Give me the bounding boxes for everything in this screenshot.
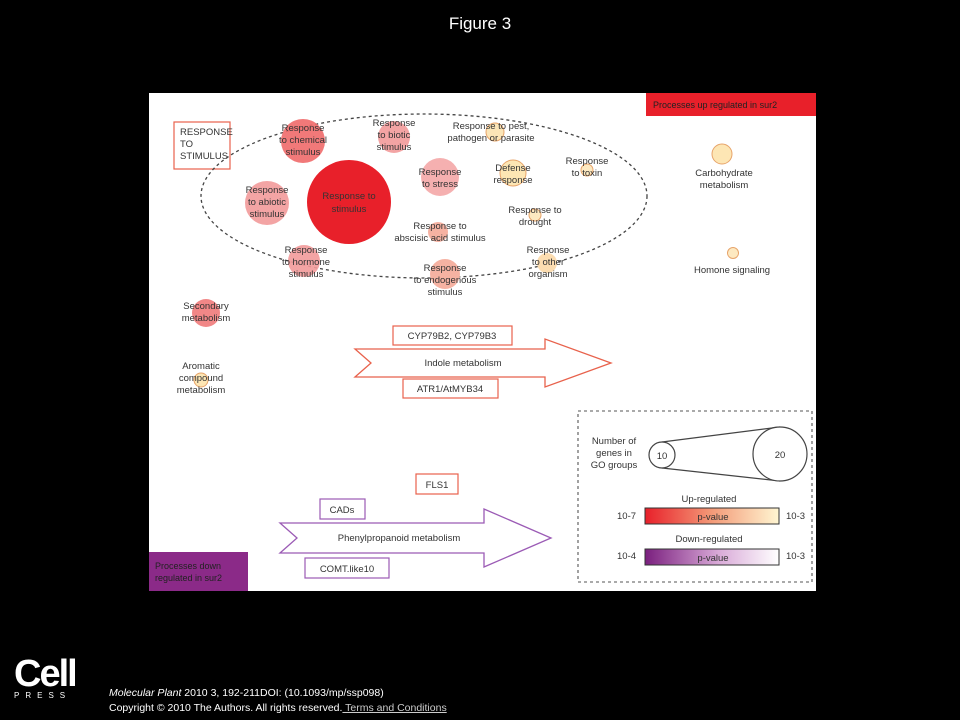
node-hormone-signaling-label: Homone signaling xyxy=(694,265,770,276)
node-response-stress-circle xyxy=(421,158,459,196)
node-response-chemical-circle xyxy=(281,119,325,163)
node-response-stimulus-circle xyxy=(307,160,391,244)
legend-large-value: 20 xyxy=(775,450,786,461)
indole-bottom-gene-label: ATR1/AtMYB34 xyxy=(417,384,483,395)
indole-metabolism-label: Indole metabolism xyxy=(424,358,501,369)
up-regulated-band xyxy=(646,93,816,116)
up-regulated-band-label: Processes up regulated in sur2 xyxy=(653,100,777,110)
node-response-abiotic-circle xyxy=(245,181,289,225)
legend-up-right: 10-3 xyxy=(786,511,805,522)
phenylpropanoid-metabolism-arrow xyxy=(278,508,553,568)
legend-tangent-bottom xyxy=(661,467,781,482)
node-carbohydrate-circle xyxy=(711,143,733,165)
citation-details: 2010 3, 192-211DOI: (10.1093/mp/ssp098) xyxy=(181,687,384,699)
legend-down-left: 10-4 xyxy=(617,551,636,562)
legend-small-value: 10 xyxy=(657,451,668,462)
legend-down-right: 10-3 xyxy=(786,551,805,562)
legend-up-left: 10-7 xyxy=(617,511,636,522)
phenyl-top-gene-label: CADs xyxy=(330,505,355,516)
node-response-drought-circle xyxy=(528,208,542,222)
fls1-gene-label: FLS1 xyxy=(426,480,449,491)
legend-small-circle xyxy=(648,441,676,469)
cell-press-logo: Cell PRESS xyxy=(14,653,78,700)
node-response-organism-circle xyxy=(537,253,557,273)
phenylpropanoid-metabolism-label: Phenylpropanoid metabolism xyxy=(338,533,461,544)
journal-name: Molecular Plant xyxy=(109,687,182,699)
legend-up-pvalue: p-value xyxy=(697,512,728,523)
legend-down-gradient xyxy=(644,548,780,566)
copyright-text: Copyright © 2010 The Authors. All rights… xyxy=(109,702,343,714)
node-response-pest-circle xyxy=(485,122,505,142)
phenyl-bottom-gene-box xyxy=(304,557,390,579)
response-cluster-ellipse xyxy=(200,113,648,279)
legend-up-gradient xyxy=(644,507,780,525)
logo-main-text: Cell xyxy=(14,653,78,695)
phenyl-top-gene-box xyxy=(319,498,366,520)
node-response-toxin-circle xyxy=(580,163,594,177)
copyright-line: Copyright © 2010 The Authors. All rights… xyxy=(109,701,447,716)
legend-large-circle xyxy=(752,426,808,482)
node-response-pest-label: Response to pest,pathogen or parasite xyxy=(447,121,534,144)
logo-sub-text: PRESS xyxy=(14,691,72,700)
node-defense-response-circle xyxy=(499,159,527,187)
indole-bottom-gene-box xyxy=(402,378,499,399)
citation-footer: Molecular Plant 2010 3, 192-211DOI: (10.… xyxy=(109,686,447,716)
indole-metabolism-arrow xyxy=(353,338,613,388)
node-response-endogenous-circle xyxy=(430,259,460,289)
node-secondary-metabolism-circle xyxy=(192,299,220,327)
node-hormone-signaling-circle xyxy=(727,247,739,259)
down-regulated-band xyxy=(149,552,248,591)
legend-up-title: Up-regulated xyxy=(682,494,737,505)
indole-top-gene-box xyxy=(392,325,513,346)
fls1-gene-box xyxy=(415,473,459,495)
legend-down-pvalue: p-value xyxy=(697,553,728,564)
figure-title: Figure 3 xyxy=(448,14,512,33)
legend-tangent-top xyxy=(661,426,781,443)
go-diagram: Processes up regulated in sur2 Processes… xyxy=(149,93,816,591)
node-response-aba-circle xyxy=(428,222,448,242)
citation-line: Molecular Plant 2010 3, 192-211DOI: (10.… xyxy=(109,686,447,701)
node-aromatic-circle xyxy=(193,372,209,388)
figure-panel: Processes up regulated in sur2 Processes… xyxy=(149,93,816,591)
response-to-stimulus-box xyxy=(173,121,231,170)
legend-down-title: Down-regulated xyxy=(675,534,742,545)
node-response-hormone-circle xyxy=(288,245,320,277)
phenyl-bottom-gene-label: COMT.like10 xyxy=(320,564,374,575)
terms-link[interactable]: Terms and Conditions xyxy=(342,702,447,714)
indole-top-gene-label: CYP79B2, CYP79B3 xyxy=(408,331,497,342)
node-response-biotic-circle xyxy=(378,121,410,153)
